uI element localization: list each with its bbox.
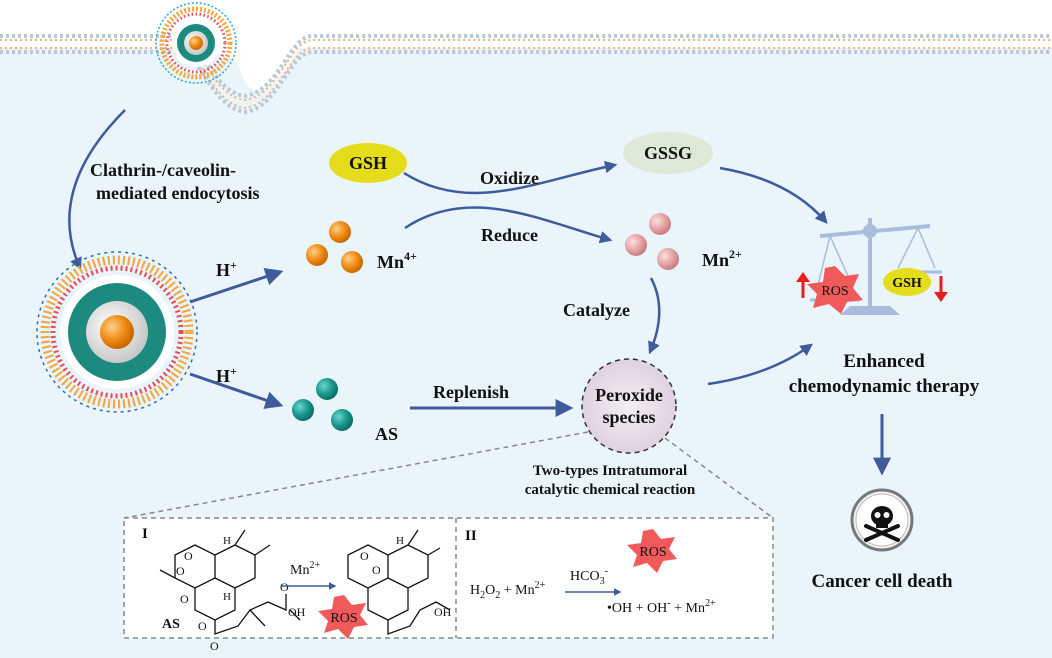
arrow-to-mn4 xyxy=(189,268,284,304)
ros-star-balance: ROS xyxy=(807,266,863,314)
h-plus-bottom: H+ xyxy=(216,364,237,386)
enhanced-label-1: Enhanced xyxy=(843,351,925,372)
product-oxygen-2: O xyxy=(372,563,381,577)
two-types-label-2: catalytic chemical reaction xyxy=(525,482,696,498)
gssg-ellipse xyxy=(623,132,713,174)
svg-text:ROS: ROS xyxy=(330,611,357,626)
two-types-label-1: Two-types Intratumoral xyxy=(533,463,687,479)
panel-i-label: I xyxy=(142,526,148,542)
catalyze-arrow xyxy=(648,277,661,355)
ros-star-panel-i: ROS xyxy=(318,595,368,639)
as-oxygen-5: O xyxy=(210,639,219,653)
gsh-balance-ellipse xyxy=(883,268,931,296)
as-particles xyxy=(292,378,353,431)
product-hydrogen: H xyxy=(396,535,404,547)
reduce-arrow xyxy=(404,206,613,244)
cancer-death-label: Cancer cell death xyxy=(811,571,952,592)
mn4-particles xyxy=(306,221,363,273)
ros-star-panel-ii: ROS xyxy=(627,529,677,573)
as-oxygen-2: O xyxy=(176,564,185,578)
nanoparticle-internalized xyxy=(36,251,198,413)
as-oxygen-6: O xyxy=(280,580,289,594)
cell-background xyxy=(0,48,1052,658)
h2o2-equation: H2O2 + Mn2+ xyxy=(470,580,546,601)
product-oxygen-1: O xyxy=(360,549,369,563)
gssg-to-balance-arrow xyxy=(719,166,828,224)
gsh-down-arrow-icon xyxy=(934,276,948,302)
arrow-to-as xyxy=(189,372,284,409)
as-label: AS xyxy=(375,424,398,444)
product-oh: OH xyxy=(434,605,452,619)
peroxide-label-2: species xyxy=(603,407,656,427)
reaction-as-label: AS xyxy=(162,617,180,632)
panel-i-mn2: Mn2+ xyxy=(290,560,320,578)
gsh-label: GSH xyxy=(349,153,387,173)
replenish-label: Replenish xyxy=(433,382,509,402)
mn2-label: Mn2+ xyxy=(702,247,742,270)
as-oxygen-1: O xyxy=(184,549,193,563)
projection-line-left xyxy=(123,431,589,519)
svg-text:ROS: ROS xyxy=(821,284,848,299)
gssg-label: GSSG xyxy=(644,143,692,163)
as-hydrogen-2: H xyxy=(223,591,231,603)
h-plus-top: H+ xyxy=(216,258,237,280)
peroxide-label-1: Peroxide xyxy=(595,385,663,405)
as-oh: OH xyxy=(288,605,306,619)
reduce-label: Reduce xyxy=(481,225,538,245)
projection-line-right xyxy=(664,437,774,519)
endocytosis-label-1: Clathrin-/caveolin- xyxy=(90,160,236,180)
oxidize-label: Oxidize xyxy=(480,168,539,188)
mn4-label: Mn4+ xyxy=(377,249,417,272)
peroxide-to-therapy-arrow xyxy=(707,343,814,386)
product-structure xyxy=(347,529,451,635)
nanoparticle-top xyxy=(155,2,237,84)
svg-text:ROS: ROS xyxy=(639,545,666,560)
panel-ii-label: II xyxy=(465,528,477,544)
skull-icon xyxy=(850,488,914,552)
reaction-box xyxy=(123,517,774,639)
peroxide-circle xyxy=(581,358,677,454)
hco3-label: HCO3- xyxy=(570,566,608,587)
artesunate-structure xyxy=(159,529,301,635)
gsh-balance-label: GSH xyxy=(892,276,922,291)
products-equation: •OH + OH- + Mn2+ xyxy=(607,598,716,616)
as-oxygen-4: O xyxy=(198,619,207,633)
endocytosis-arrow xyxy=(68,109,126,271)
ros-up-arrow-icon xyxy=(796,272,810,298)
catalyze-label: Catalyze xyxy=(563,300,630,320)
gsh-ellipse xyxy=(329,143,407,183)
oxidize-arrow xyxy=(403,160,618,195)
endocytosis-label-2: mediated endocytosis xyxy=(96,183,260,203)
mn2-particles xyxy=(625,213,679,270)
enhanced-label-2: chemodynamic therapy xyxy=(789,376,980,397)
as-oxygen-3: O xyxy=(180,592,189,606)
as-hydrogen-1: H xyxy=(223,535,231,547)
